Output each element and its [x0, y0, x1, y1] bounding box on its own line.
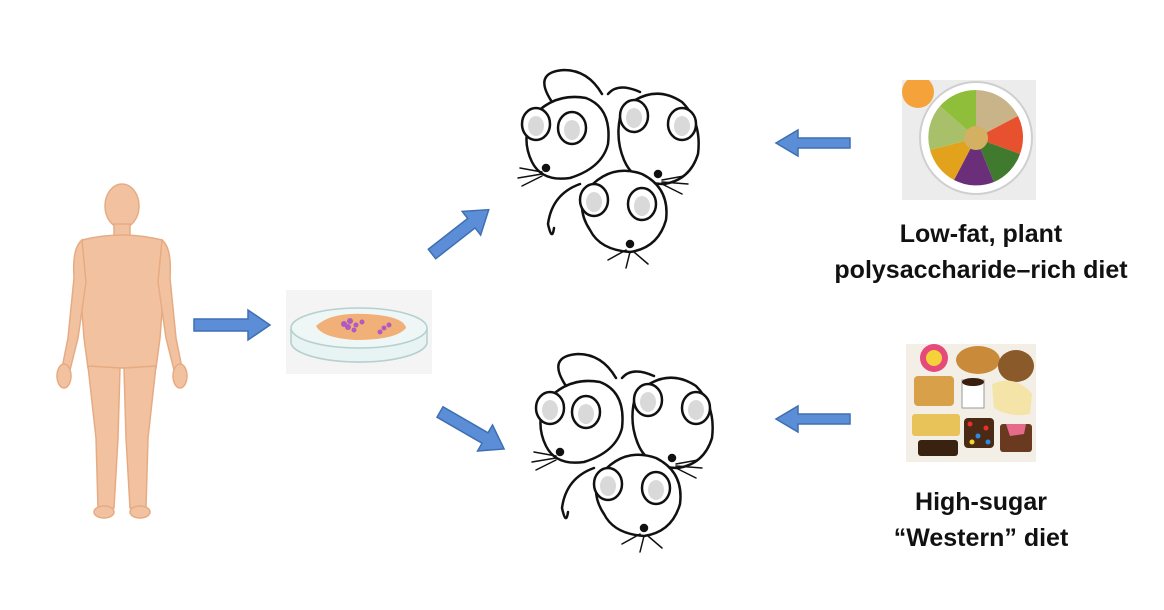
healthy-bowl-photo — [902, 80, 1036, 200]
arrow-icon — [774, 128, 851, 158]
junk-food-photo — [906, 344, 1036, 462]
petri-dish-icon — [286, 290, 432, 374]
diet-plant-label: Low-fat, plant polysaccharide–rich diet — [812, 216, 1150, 288]
diet-western-line1: High-sugar — [915, 488, 1047, 516]
mice-group-top-icon — [517, 68, 700, 269]
arrow-icon — [435, 405, 506, 452]
diet-western-label: High-sugar “Western” diet — [850, 484, 1112, 556]
arrow-icon — [193, 308, 272, 342]
arrow-icon — [774, 404, 851, 434]
mice-group-bottom-icon — [531, 352, 714, 553]
diet-western-line2: “Western” diet — [893, 524, 1069, 552]
human-figure-icon — [56, 183, 188, 519]
diet-plant-line1: Low-fat, plant — [899, 220, 1063, 248]
diet-plant-line2: polysaccharide–rich diet — [834, 256, 1128, 284]
arrow-icon — [427, 208, 490, 260]
